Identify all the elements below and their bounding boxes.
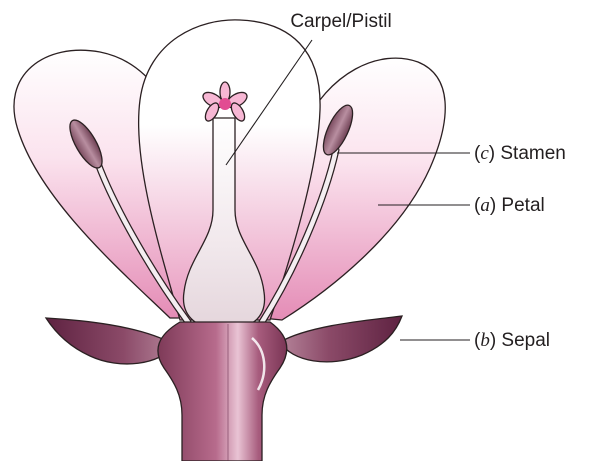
stalk	[158, 322, 287, 461]
stamen-label: (c) Stamen	[474, 143, 566, 164]
petal-label: (a) Petal	[474, 195, 545, 216]
carpel-label: Carpel/Pistil	[290, 11, 391, 32]
sepal-label: (b) Sepal	[474, 330, 550, 351]
sepal-right	[280, 316, 402, 362]
sepal-left	[46, 318, 175, 364]
